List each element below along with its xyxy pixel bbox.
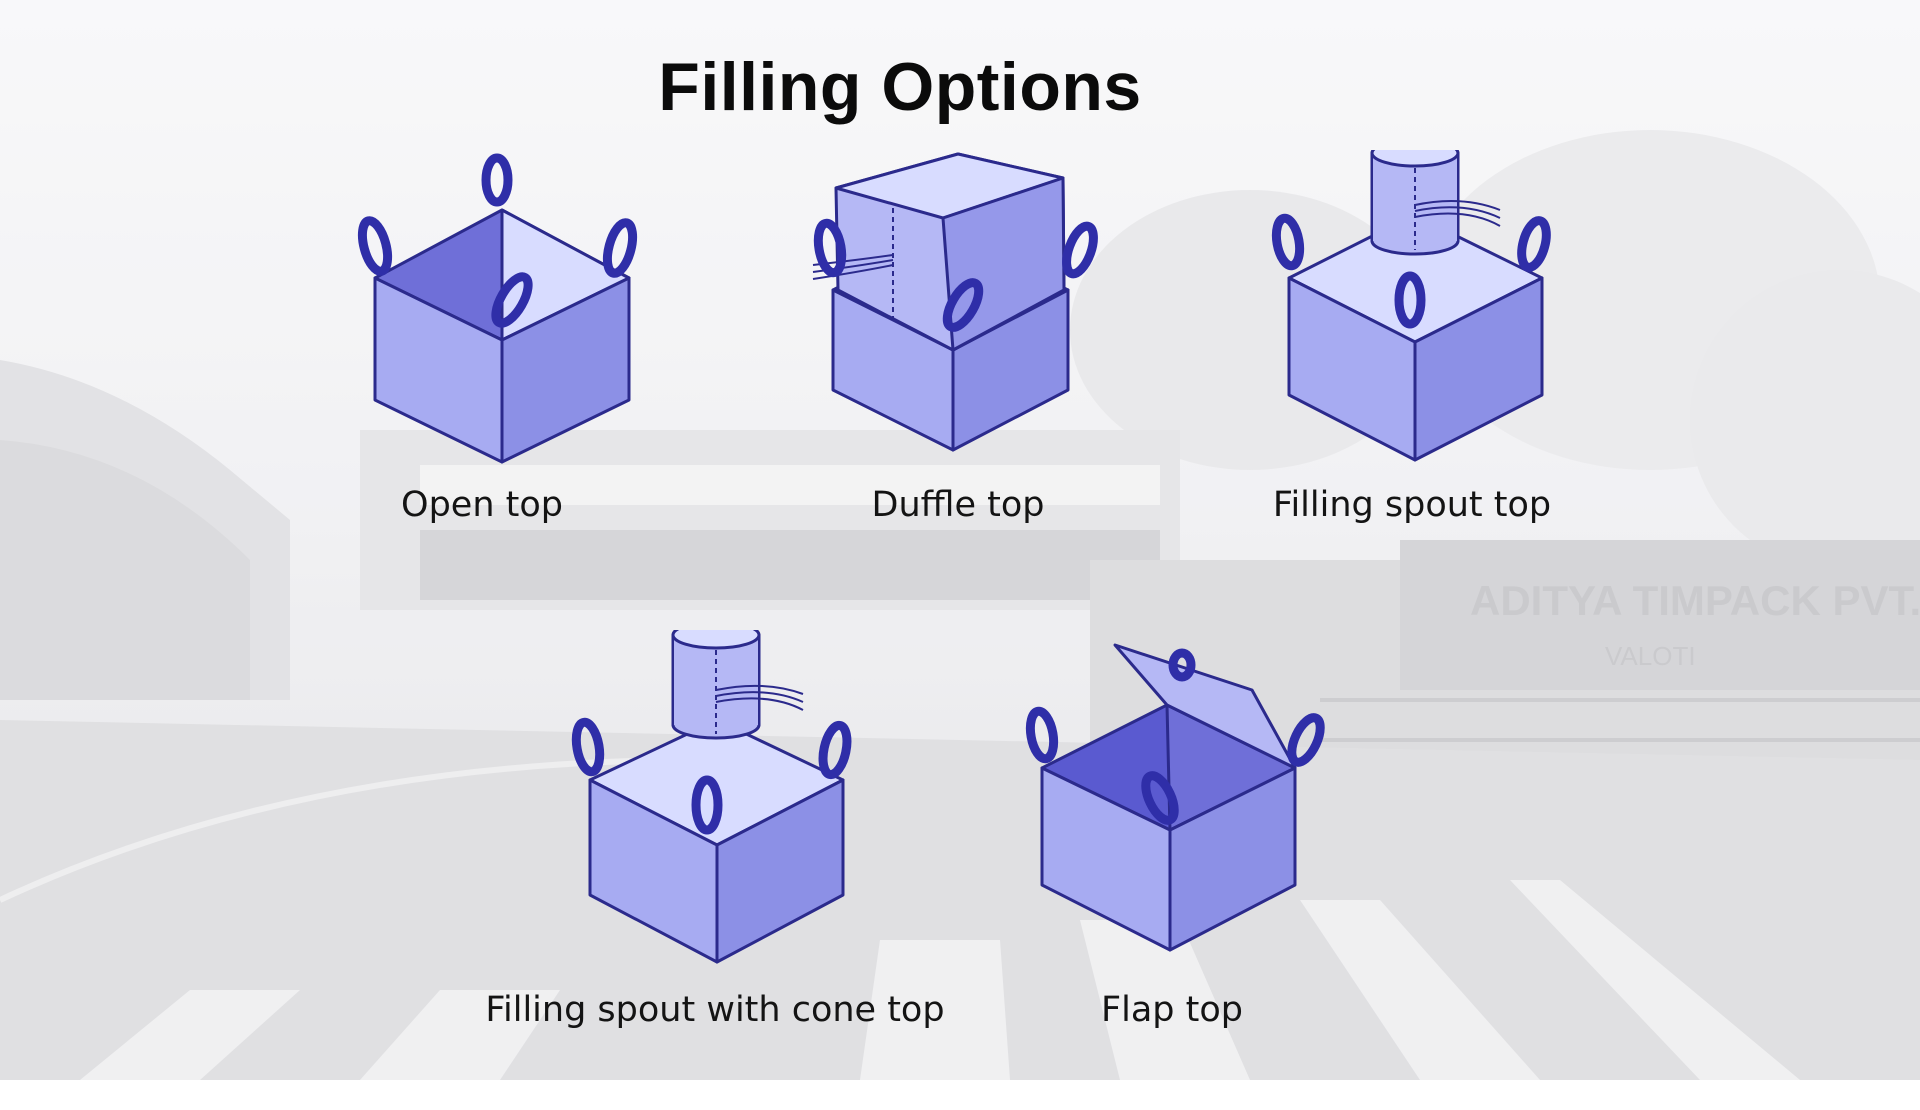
option-label-open-top: Open top xyxy=(401,485,563,525)
option-label-duffle-top: Duffle top xyxy=(871,485,1045,525)
option-spout-cone-top: Filling spout with cone top xyxy=(435,630,995,1110)
option-duffle-top: Duffle top xyxy=(748,150,1168,630)
signboard-text: ADITYA TIMPACK PVT. LTD. xyxy=(1470,577,1920,624)
flap-top-bag-icon xyxy=(1025,643,1325,952)
open-top-bag-icon xyxy=(357,153,638,464)
option-label-spout-cone-top: Filling spout with cone top xyxy=(485,990,945,1030)
duffle-top-bag-icon xyxy=(812,152,1098,452)
option-filling-spout-top: Filling spout top xyxy=(1202,150,1622,630)
option-label-flap-top: Flap top xyxy=(1101,990,1243,1030)
spout-cone-top-bag-icon xyxy=(571,630,852,964)
option-flap-top: Flap top xyxy=(962,630,1382,1110)
page-title: Filling Options xyxy=(658,49,1142,125)
signboard-subtext: VALOTI xyxy=(1605,641,1696,671)
option-label-filling-spout-top: Filling spout top xyxy=(1272,485,1552,525)
option-open-top: Open top xyxy=(272,150,692,630)
filling-spout-top-bag-icon xyxy=(1271,150,1551,462)
